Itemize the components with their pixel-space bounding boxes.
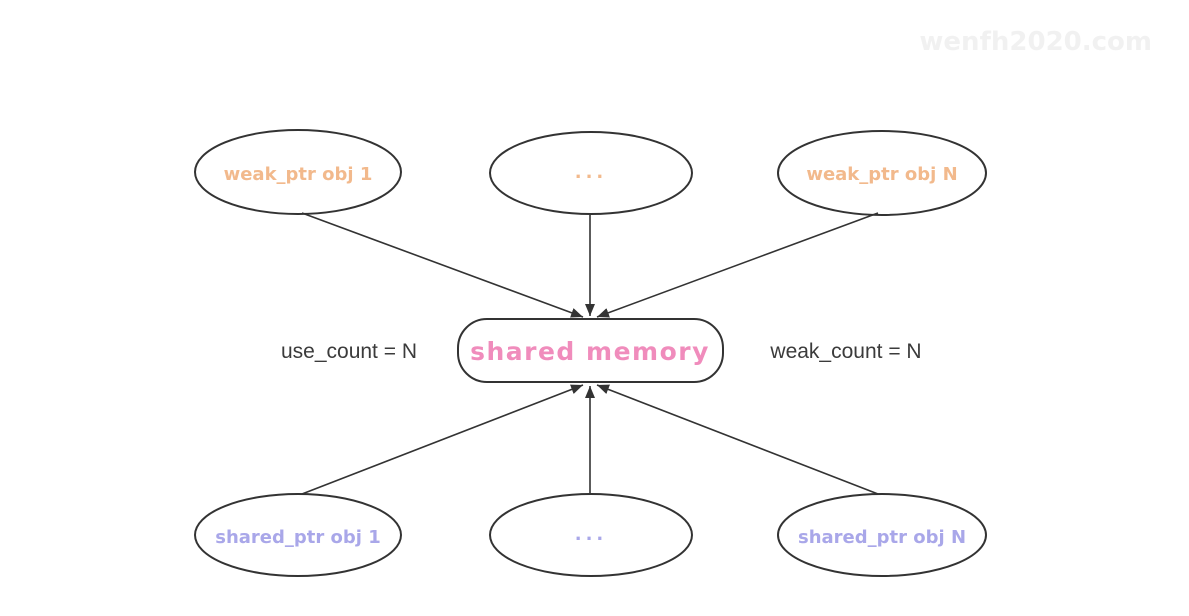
edge-shared-ptr-n-to-memory	[596, 384, 879, 495]
label-weak-ptr-obj-n: weak_ptr obj N	[806, 164, 957, 185]
label-weak-ptr-ellipsis: ...	[575, 162, 608, 183]
label-weak-count: weak_count = N	[769, 340, 921, 363]
node-shared-ptr-obj-1	[194, 493, 402, 577]
node-shared-ptr-obj-n	[777, 493, 987, 577]
edge-weak-ptr-n-to-memory	[596, 212, 879, 318]
label-use-count: use_count = N	[281, 340, 417, 363]
edge-weak-ptr-1-to-memory	[301, 212, 584, 318]
node-weak-ptr-obj-n	[777, 130, 987, 216]
label-shared-ptr-obj-n: shared_ptr obj N	[798, 527, 966, 548]
node-weak-ptr-obj-1	[194, 129, 402, 215]
watermark: wenfh2020.com	[919, 27, 1152, 57]
label-shared-ptr-obj-1: shared_ptr obj 1	[215, 527, 381, 548]
edge-shared-ptr-1-to-memory	[301, 384, 584, 495]
node-weak-ptr-ellipsis	[489, 131, 693, 215]
label-weak-ptr-obj-1: weak_ptr obj 1	[224, 164, 373, 185]
label-shared-ptr-ellipsis: ...	[575, 524, 608, 545]
node-shared-ptr-ellipsis	[489, 493, 693, 577]
node-shared-memory	[457, 318, 724, 383]
label-shared-memory: shared memory	[470, 337, 710, 366]
